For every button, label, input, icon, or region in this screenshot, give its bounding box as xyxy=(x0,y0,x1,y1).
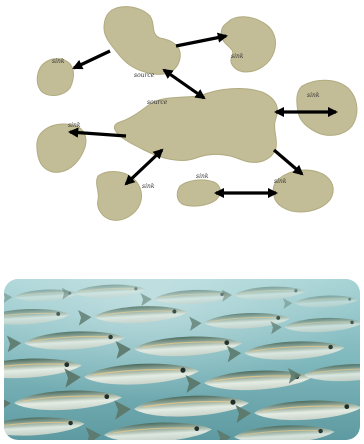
patch-sink-bottom-right xyxy=(273,170,333,212)
patch-sink-top-right xyxy=(221,17,275,72)
school-of-fish-photo xyxy=(4,279,360,440)
patch-source-main xyxy=(114,89,277,163)
arrow-between-sources xyxy=(164,70,204,98)
patch-sink-right xyxy=(297,80,357,135)
patch-sink-bottom-left xyxy=(97,172,142,221)
source-sink-diagram: sink sink source source sink sink sink s… xyxy=(0,0,364,230)
arrow-source-to-sink-top-left xyxy=(74,51,110,68)
arrow-source-to-sink-bottom-right xyxy=(274,150,302,174)
label-sink-right: sink xyxy=(307,92,320,99)
label-sink-left: sink xyxy=(68,122,81,129)
label-sink-top-right: sink xyxy=(231,53,244,60)
arrow-source-to-sink-top-right xyxy=(176,36,226,46)
label-sink-top-left: sink xyxy=(52,58,65,65)
label-sink-bottom-left: sink xyxy=(142,183,155,190)
label-sink-bottom-center: sink xyxy=(196,173,209,180)
label-source-main: source xyxy=(147,99,168,106)
patch-source-top xyxy=(104,7,180,75)
patch-sink-bottom-center xyxy=(177,180,220,206)
label-sink-bottom-right: sink xyxy=(274,178,287,185)
label-source-top: source xyxy=(134,72,155,79)
arrow-source-sink-bottom-left xyxy=(126,150,162,184)
